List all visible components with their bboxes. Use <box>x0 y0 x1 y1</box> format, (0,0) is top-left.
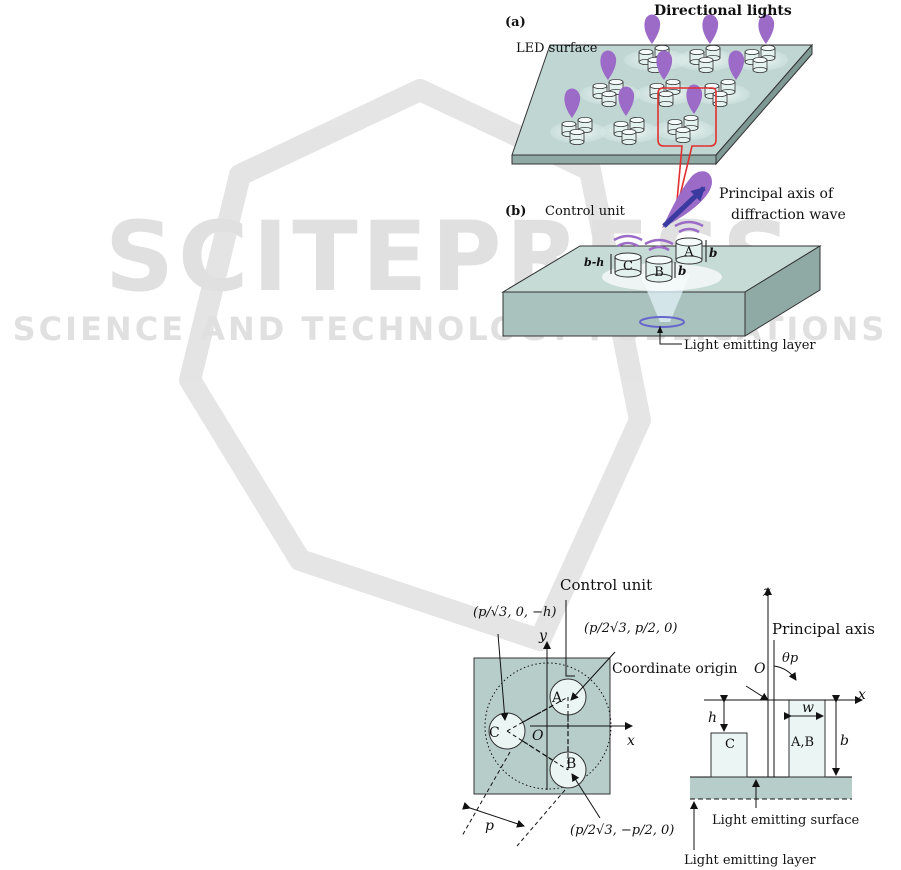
cylinder-a-label: A <box>683 245 694 260</box>
leader-arrowhead <box>657 326 663 333</box>
slab-side <box>744 245 821 337</box>
cylinder-b-label: B <box>654 265 664 280</box>
coord-a-leader <box>570 651 616 701</box>
coord-c-leader <box>497 633 509 721</box>
b-label: b <box>840 733 849 749</box>
p-label: p <box>485 818 494 834</box>
coord-a: (p/2√3, p/2, 0) <box>584 621 677 636</box>
led-surface-side <box>715 43 813 166</box>
circle-a-label: A <box>551 690 563 706</box>
z-axis-label: z <box>762 584 771 600</box>
light-emitting-layer-side-label: Light emitting layer <box>684 853 816 868</box>
watermark-shape <box>179 79 651 651</box>
slab-front <box>502 291 746 337</box>
block-c-label: C <box>725 737 735 752</box>
watermark: SCITEPRESS SCIENCE AND TECHNOLOGY PUBLIC… <box>13 79 884 651</box>
cylinder-c: C <box>614 252 642 278</box>
x-axis-side-label: x <box>858 687 866 703</box>
theta-arc <box>773 665 797 681</box>
label-a: (a) <box>505 15 526 30</box>
circle-b-label: B <box>566 756 576 772</box>
p-dimension-arrow <box>462 801 525 828</box>
coord-b-leader <box>571 773 601 819</box>
top-view: Control unit (p/√3, 0, −h) (p/2√3, p/2, … <box>461 576 677 847</box>
origin-leader <box>745 685 769 701</box>
control-unit-label: Control unit <box>545 204 626 219</box>
principal-axis-label-2: diffraction wave <box>731 207 846 223</box>
highlight-callout <box>657 87 717 213</box>
block-c <box>710 732 748 778</box>
circle-c-label: C <box>489 725 500 741</box>
label-b: (b) <box>505 204 526 219</box>
principal-axis-label-1: Principal axis of <box>719 186 835 202</box>
cylinder-c-label: C <box>623 259 633 274</box>
dimension-ticks <box>610 240 707 278</box>
dim-b-h: b-h <box>584 256 604 269</box>
w-label: w <box>802 700 814 716</box>
dim-b-b: b <box>678 264 686 278</box>
principal-axis-arrow <box>662 186 706 228</box>
light-emitting-layer-rect <box>690 777 852 799</box>
light-emitting-layer-label: Light emitting layer <box>684 338 816 353</box>
theta-label: θp <box>782 651 799 666</box>
x-axis-label: x <box>627 733 635 749</box>
coord-b: (p/2√3, −p/2, 0) <box>570 823 674 838</box>
principal-axis-label: Principal axis <box>772 620 875 638</box>
control-unit-leader <box>565 600 575 677</box>
h-label: h <box>708 710 717 726</box>
led-surface-label: LED surface <box>516 41 598 56</box>
y-axis-label: y <box>538 628 548 644</box>
coordinate-origin-label: Coordinate origin <box>612 661 737 677</box>
light-emitting-surface-label: Light emitting surface <box>712 813 860 828</box>
dim-b-a: b <box>709 246 717 260</box>
origin-label: O <box>532 728 544 744</box>
cylinder-b: B <box>645 255 673 283</box>
origin-side-label: O <box>754 661 766 677</box>
side-view: z x Principal axis Coordinate origin O θ… <box>612 584 875 868</box>
panel-b: C B A b-h b b <box>501 171 846 353</box>
light-emitting-ring <box>639 316 685 328</box>
coord-c: (p/√3, 0, −h) <box>473 605 556 620</box>
directional-lights-label: Directional lights <box>654 3 792 19</box>
control-unit-title: Control unit <box>560 576 652 594</box>
cylinder-a: A <box>675 237 703 265</box>
block-ab-label: A,B <box>790 735 814 750</box>
panel-a: (a) Directional lights LED surface <box>505 3 814 213</box>
led-surface-edge <box>511 154 717 165</box>
wave-arcs <box>613 220 704 252</box>
